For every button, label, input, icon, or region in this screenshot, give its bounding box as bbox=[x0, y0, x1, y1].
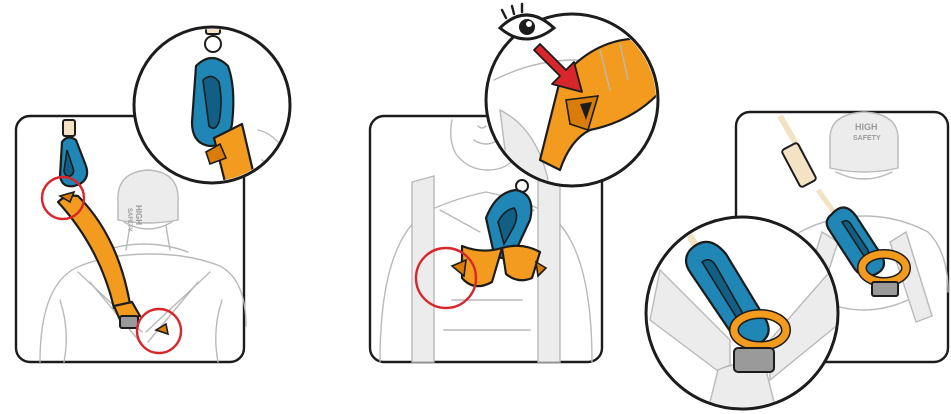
step-3-helmet-text-2: SAFETY bbox=[853, 135, 881, 142]
eye-icon bbox=[500, 4, 554, 39]
step-1-anchor-tag bbox=[63, 120, 75, 136]
step-1-helmet-text-1: HIGH bbox=[134, 205, 143, 225]
step-2-magnifier bbox=[486, 4, 670, 190]
step-3-helmet-text-1: HIGH bbox=[855, 122, 878, 132]
step-1-d-ring bbox=[120, 316, 138, 328]
